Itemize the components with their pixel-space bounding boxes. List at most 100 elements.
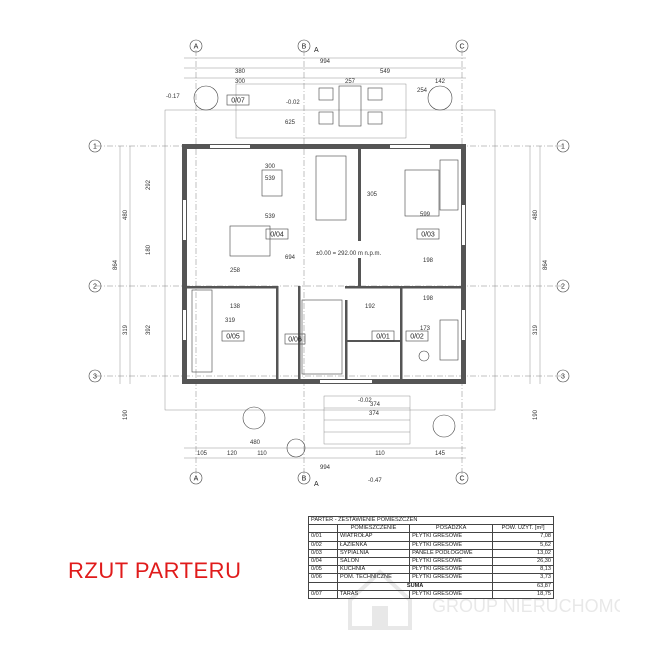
dim-left-part-6: 392 (146, 324, 152, 335)
table-caption: PARTER - ZESTAWIENIE POMIESZCZEŃ (308, 515, 554, 526)
dim-right-part-1: 480 (533, 209, 539, 220)
stairs (301, 299, 343, 375)
svg-text:374: 374 (370, 402, 381, 408)
coffee-table (261, 169, 283, 197)
dim-left-overall: 864 (113, 259, 119, 270)
grid-lines (96, 50, 562, 480)
section-marks: A A (314, 47, 319, 488)
terrace-chair (318, 111, 334, 125)
terrace-chair (367, 111, 383, 125)
dim-bottom-row2-c: 110 (257, 451, 267, 457)
table-header-row: POMIESZCZENIE POSADZKA POW. UŻYT. [m²] (308, 524, 554, 534)
svg-text:-0.47: -0.47 (368, 478, 382, 484)
dim-left-part-1: 480 (123, 209, 129, 220)
interior-dimensions: 300 539 539 258 138 319 694 305 599 198 … (225, 164, 434, 408)
terrace-slab (235, 83, 407, 139)
entrance-steps (323, 395, 411, 445)
grid-label-bottom-a: A (194, 476, 199, 483)
dim-bottom-row1-a: 480 (250, 440, 261, 446)
svg-text:192: 192 (365, 304, 376, 310)
watermark-text: GROUP NIERUCHOMOŚCI (432, 595, 620, 616)
grid-label-bottom-b: B (302, 476, 307, 483)
dim-top-row3-a: 625 (285, 120, 296, 126)
level-marks: -0.17 -0.02 ±0.00 = 292.00 m n.p.m. -0.0… (166, 94, 382, 484)
room-label-terrace: 0/07 (231, 98, 245, 105)
dim-top-row2-a: 300 (235, 79, 246, 85)
room-labels: 0/07 0/04 0/03 0/05 0/06 0/02 0/01 (221, 94, 440, 345)
section-mark-top: A (314, 47, 319, 54)
dim-top-row1-a: 380 (235, 69, 246, 75)
svg-text:-0.02: -0.02 (358, 398, 372, 404)
dim-bottom-row2-e: 145 (435, 451, 446, 457)
dim-bottom-row1-b: 374 (369, 411, 380, 417)
grid-label-right-3: 3 (561, 374, 565, 381)
grid-label-bottom-c: C (459, 476, 464, 483)
furniture (191, 85, 459, 375)
terrace-outline (164, 109, 496, 411)
windows (183, 145, 465, 383)
room-label-vestibule: 0/01 (376, 334, 390, 341)
svg-text:539: 539 (265, 176, 276, 182)
exterior-walls (182, 144, 466, 384)
dim-bottom-row2-b: 120 (227, 451, 238, 457)
grid-label-right-1: 1 (561, 144, 565, 151)
dim-left-part-5: 180 (146, 244, 152, 255)
rooms-schedule-table: PARTER - ZESTAWIENIE POMIESZCZEŃ POMIESZ… (308, 515, 554, 599)
svg-text:-0.02: -0.02 (286, 100, 300, 106)
bed (404, 169, 440, 217)
terrace-chair (367, 87, 383, 101)
room-label-technical: 0/06 (288, 337, 302, 344)
grid-label-top-c: C (459, 44, 464, 51)
room-label-bedroom: 0/03 (421, 232, 435, 239)
svg-text:694: 694 (285, 255, 296, 261)
svg-text:173: 173 (420, 326, 431, 332)
grid-bubbles: A B C A B C 1 2 3 1 2 3 (88, 39, 570, 485)
dim-left-part-3: 190 (123, 409, 129, 420)
toilet (418, 350, 430, 362)
svg-text:198: 198 (423, 258, 434, 264)
bathtub (439, 319, 459, 361)
room-label-kitchen: 0/05 (226, 334, 240, 341)
grid-label-left-2: 2 (93, 284, 97, 291)
grid-label-top-a: A (194, 44, 199, 51)
dim-top-row1-b: 549 (380, 69, 391, 75)
room-label-living: 0/04 (270, 232, 284, 239)
dim-right-part-2: 319 (533, 324, 539, 335)
svg-text:319: 319 (225, 318, 236, 324)
room-label-bathroom: 0/02 (410, 334, 424, 341)
dim-top-overall: 994 (320, 59, 331, 65)
svg-text:305: 305 (367, 192, 378, 198)
drawing-title: RZUT PARTERU (68, 558, 242, 583)
dim-bottom-row2-d: 110 (375, 451, 385, 457)
interior-walls (187, 149, 461, 379)
grid-label-top-b: B (302, 44, 307, 51)
svg-text:539: 539 (265, 214, 276, 220)
svg-text:-0.17: -0.17 (166, 94, 180, 100)
section-mark-bottom: A (314, 481, 319, 488)
dining-table (229, 225, 271, 257)
grid-label-right-2: 2 (561, 284, 565, 291)
svg-text:300: 300 (265, 164, 276, 170)
dim-top-row2-c: 142 (435, 79, 446, 85)
svg-text:258: 258 (230, 268, 241, 274)
sofa (315, 155, 347, 221)
terrace-table (338, 85, 362, 127)
dim-top-row3-b: 254 (417, 88, 428, 94)
dim-top-row2-b: 257 (345, 79, 356, 85)
dim-bottom-row2-a: 105 (197, 451, 208, 457)
dim-bottom-overall: 994 (320, 465, 331, 471)
svg-text:198: 198 (423, 296, 434, 302)
terrace-chair (318, 87, 334, 101)
floor-plan-drawing: A B C A B C 1 2 3 1 2 3 A A (88, 39, 570, 488)
dimension-lines (119, 57, 541, 459)
svg-text:±0.00 = 292.00 m n.p.m.: ±0.00 = 292.00 m n.p.m. (316, 251, 381, 257)
dim-left-part-2: 319 (123, 324, 129, 335)
dim-right-part-3: 190 (533, 409, 539, 420)
